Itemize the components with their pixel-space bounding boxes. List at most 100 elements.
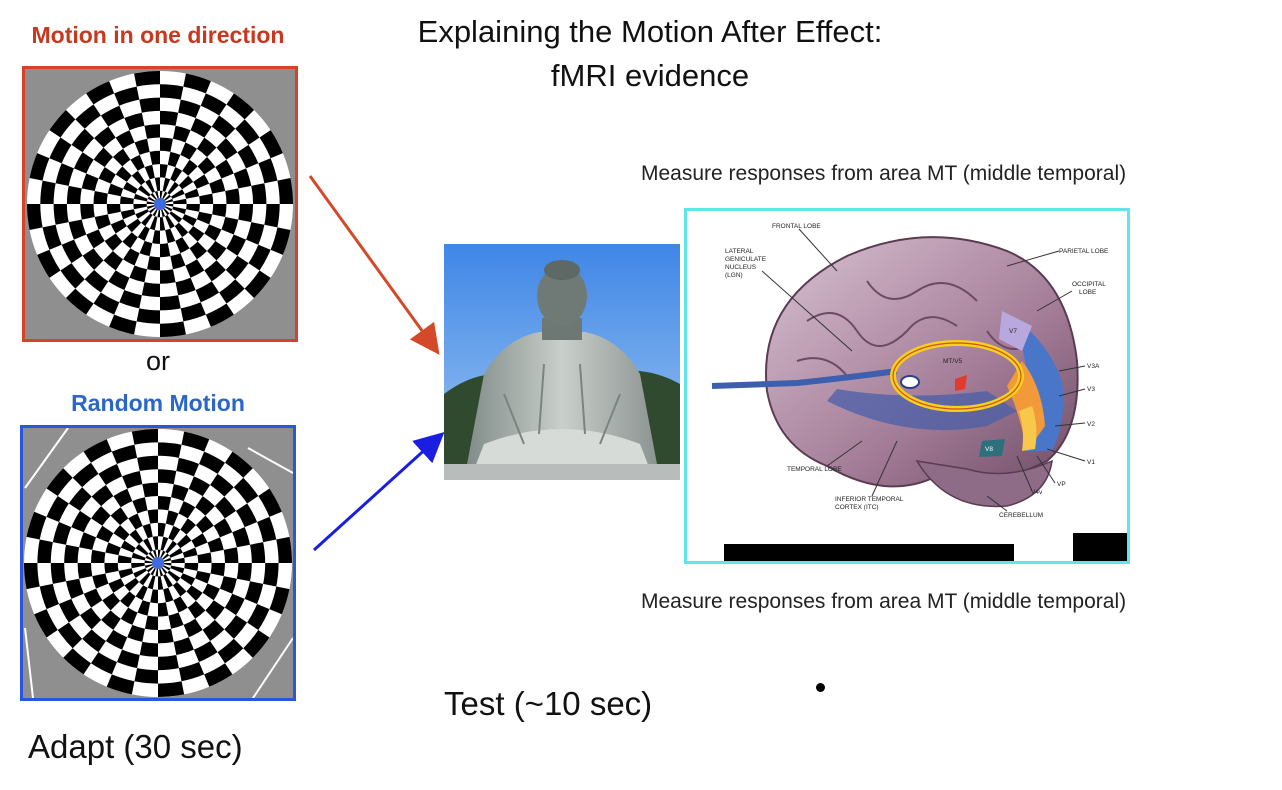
buddha-photo xyxy=(444,244,680,480)
checker-segment xyxy=(186,585,203,601)
checker-segment xyxy=(182,159,198,176)
checker-segment xyxy=(158,681,185,697)
checker-segment xyxy=(119,290,142,309)
checker-segment xyxy=(176,534,192,549)
brain-illustration: FRONTAL LOBE LATERAL GENICULATE NUCLEUS … xyxy=(687,211,1127,561)
bullet-dot xyxy=(816,683,825,692)
red-arrow xyxy=(308,175,440,355)
checker-segment xyxy=(158,522,166,537)
checker-segment xyxy=(219,279,245,304)
checker-segment xyxy=(129,529,144,545)
label-lgn-2: GENICULATE xyxy=(725,256,767,263)
checker-segment xyxy=(213,518,233,538)
checker-segment xyxy=(204,260,226,282)
checker-segment xyxy=(204,224,222,241)
checker-segment xyxy=(42,224,62,250)
checker-segment xyxy=(169,548,183,558)
checker-segment xyxy=(223,547,239,563)
checker-segment xyxy=(232,527,250,548)
checker-segment xyxy=(167,151,181,168)
checker-segment xyxy=(127,624,145,642)
checker-segment xyxy=(71,510,92,533)
checker-segment xyxy=(107,183,124,197)
checker-segment xyxy=(224,615,248,639)
checker-segment xyxy=(96,525,114,543)
checker-segment xyxy=(202,619,225,641)
checker-segment xyxy=(120,196,134,204)
checker-segment xyxy=(207,537,224,553)
checker-segment xyxy=(50,563,66,584)
checker-segment xyxy=(264,204,280,228)
checker-segment xyxy=(118,568,134,579)
checker-segment xyxy=(171,189,185,199)
radial-checkerboard-random xyxy=(23,427,294,699)
label-frontal-lobe: FRONTAL LOBE xyxy=(772,223,821,230)
checker-segment xyxy=(83,439,112,463)
stimulus-random-motion xyxy=(20,425,296,701)
checker-segment xyxy=(195,496,215,516)
checker-segment xyxy=(195,515,214,534)
label-v3: V3 xyxy=(1087,386,1095,393)
checker-segment xyxy=(258,488,282,517)
checker-segment xyxy=(93,147,113,168)
checker-segment xyxy=(129,265,148,283)
checker-segment xyxy=(212,204,227,217)
checker-segment xyxy=(205,600,225,620)
checker-segment xyxy=(191,533,208,548)
label-v8: V8 xyxy=(985,446,993,453)
checker-segment xyxy=(176,457,200,477)
checker-segment xyxy=(136,308,160,324)
checker-segment xyxy=(158,469,177,485)
checker-segment xyxy=(160,321,186,337)
checker-segment xyxy=(104,233,123,252)
blue-arrow xyxy=(312,431,445,552)
checker-segment xyxy=(152,230,160,244)
checker-segment xyxy=(137,600,151,616)
checker-segment xyxy=(91,485,114,507)
checker-segment xyxy=(158,576,164,590)
checker-segment xyxy=(168,525,181,541)
checker-segment xyxy=(219,576,237,594)
checker-segment xyxy=(165,215,175,229)
checker-segment xyxy=(269,586,290,615)
checker-segment xyxy=(209,178,226,194)
checker-segment xyxy=(122,471,143,489)
checker-segment xyxy=(172,206,187,215)
checker-segment xyxy=(142,482,158,498)
checker-segment xyxy=(80,204,95,220)
checker-segment xyxy=(189,241,208,260)
checker-segment xyxy=(131,563,145,569)
checker-segment xyxy=(94,126,116,148)
checker-segment xyxy=(113,525,130,541)
checker-segment xyxy=(185,259,205,278)
checker-segment xyxy=(258,158,278,184)
checker-segment xyxy=(144,615,158,630)
slide-title: Explaining the Motion After Effect: fMRI… xyxy=(330,10,970,98)
checker-segment xyxy=(135,585,148,601)
checker-segment xyxy=(160,110,179,126)
checker-segment xyxy=(183,618,203,638)
checker-segment xyxy=(233,477,259,504)
checker-segment xyxy=(131,429,158,445)
checker-segment xyxy=(65,288,94,315)
measure-text-bottom: Measure responses from area MT (middle t… xyxy=(641,590,1127,613)
checker-segment xyxy=(225,451,253,478)
checker-segment xyxy=(158,602,169,617)
checker-segment xyxy=(170,253,186,270)
checker-segment xyxy=(134,668,158,684)
checker-segment xyxy=(225,188,240,204)
checker-segment xyxy=(217,638,244,664)
checker-segment xyxy=(180,518,196,535)
checker-segment xyxy=(123,248,140,266)
checker-segment xyxy=(120,591,136,608)
checker-segment xyxy=(162,177,171,192)
checker-segment xyxy=(143,538,153,552)
checker-segment xyxy=(133,568,147,578)
checker-segment xyxy=(106,204,121,215)
checker-segment xyxy=(144,164,155,180)
checker-segment xyxy=(139,641,158,657)
checker-segment xyxy=(141,282,160,298)
checker-segment xyxy=(82,248,104,270)
random-motion-label: Random Motion xyxy=(71,390,245,416)
checker-segment xyxy=(23,563,40,590)
